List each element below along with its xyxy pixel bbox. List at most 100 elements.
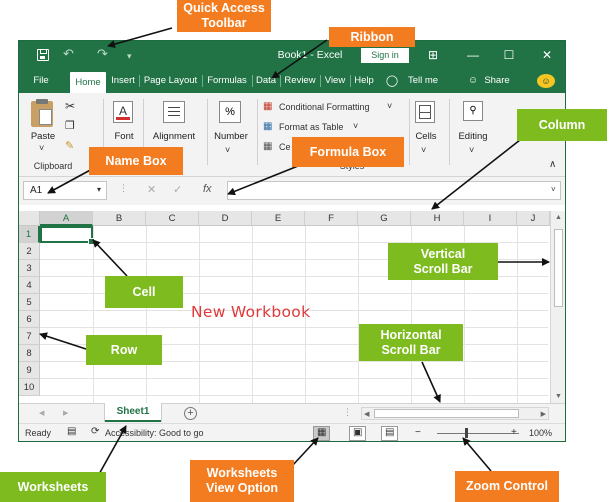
select-all-corner[interactable] [19, 211, 40, 226]
copy-icon[interactable]: ❐ [65, 120, 75, 132]
row-header-9[interactable]: 9 [19, 362, 40, 379]
column-header-h[interactable]: H [411, 211, 464, 226]
formula-input[interactable] [227, 181, 561, 200]
paste-dropdown-icon[interactable]: ˅ [39, 143, 45, 153]
row-header-5[interactable]: 5 [19, 294, 40, 311]
number-dropdown-icon[interactable]: ˅ [225, 145, 231, 155]
editing-dropdown-icon[interactable]: ˅ [469, 145, 475, 155]
conditional-formatting-button[interactable]: Conditional Formatting [279, 102, 370, 112]
expand-formula-bar-icon[interactable]: ˅ [551, 185, 556, 194]
column-header-a[interactable]: A [40, 211, 93, 226]
column-header-g[interactable]: G [358, 211, 411, 226]
percent-icon[interactable]: % [219, 101, 241, 123]
alignment-icon[interactable] [163, 101, 185, 123]
minimize-button[interactable]: — [467, 48, 479, 62]
column-header-e[interactable]: E [252, 211, 305, 226]
column-header-d[interactable]: D [199, 211, 252, 226]
conditional-formatting-dropdown-icon[interactable]: ˅ [387, 101, 393, 111]
normal-view-button[interactable]: ▦ [313, 426, 330, 441]
save-icon[interactable] [37, 49, 49, 61]
customize-quick-access-icon[interactable]: ▾ [127, 51, 132, 61]
column-header-i[interactable]: I [464, 211, 517, 226]
row-header-1[interactable]: 1 [19, 226, 40, 243]
formula-bar-grip-icon[interactable]: ⋮ [119, 183, 128, 193]
editing-button[interactable]: Editing [458, 131, 488, 142]
sheet-tab-sheet1[interactable]: Sheet1 [105, 403, 161, 422]
row-header-3[interactable]: 3 [19, 260, 40, 277]
insert-function-icon[interactable]: fx [203, 183, 212, 195]
collapse-ribbon-icon[interactable]: ∧ [549, 159, 557, 170]
close-button[interactable]: ✕ [541, 48, 553, 62]
column-header-j[interactable]: J [517, 211, 550, 226]
macro-record-icon[interactable]: ▤ [67, 426, 77, 437]
prev-sheet-icon[interactable]: ◀ [39, 410, 45, 417]
smiley-feedback-icon[interactable]: ☺ [537, 74, 555, 88]
cells-dropdown-icon[interactable]: ˅ [421, 145, 427, 155]
cut-icon[interactable]: ✂ [65, 99, 76, 113]
format-as-table-dropdown-icon[interactable]: ˅ [353, 121, 359, 131]
column-header-f[interactable]: F [305, 211, 358, 226]
scroll-up-icon[interactable]: ▲ [555, 214, 562, 221]
lightbulb-icon[interactable]: ◯ [385, 75, 399, 87]
editing-search-icon[interactable]: ⚲ [463, 101, 483, 121]
scroll-down-icon[interactable]: ▼ [555, 393, 562, 400]
horizontal-scroll-thumb[interactable] [374, 409, 519, 418]
undo-icon[interactable]: ↶ [63, 46, 74, 61]
page-break-preview-button[interactable]: ▤ [381, 426, 398, 441]
cancel-formula-icon[interactable]: ✕ [147, 184, 157, 196]
new-sheet-icon[interactable]: + [184, 407, 197, 420]
vertical-scroll-bar[interactable]: ▲ ▼ [550, 211, 565, 403]
next-sheet-icon[interactable]: ▶ [63, 410, 69, 417]
accessibility-icon[interactable]: ⟳ [91, 426, 100, 437]
row-header-2[interactable]: 2 [19, 243, 40, 260]
page-layout-view-button[interactable]: ▣ [349, 426, 366, 441]
scroll-left-icon[interactable]: ◀ [364, 411, 370, 418]
alignment-button[interactable]: Alignment [152, 131, 196, 142]
cells-button[interactable]: Cells [415, 131, 437, 142]
tab-file[interactable]: File [33, 75, 49, 86]
tab-page-layout[interactable]: Page Layout [143, 75, 198, 86]
cell-styles-button[interactable]: Ce [279, 142, 291, 152]
sheet-split-grip-icon[interactable]: ⋮ [343, 407, 352, 417]
zoom-slider-thumb[interactable] [465, 428, 468, 438]
tab-home[interactable]: Home [70, 72, 106, 93]
zoom-percent[interactable]: 100% [529, 428, 553, 438]
name-box[interactable]: A1 [23, 181, 107, 200]
column-header-b[interactable]: B [93, 211, 146, 226]
tab-view[interactable]: View [324, 75, 346, 86]
paste-button[interactable]: Paste [30, 131, 56, 142]
accessibility-status[interactable]: Accessibility: Good to go [105, 428, 204, 438]
name-box-dropdown-icon[interactable]: ▾ [97, 185, 102, 194]
sign-in-button[interactable]: Sign in [361, 48, 409, 63]
row-header-8[interactable]: 8 [19, 345, 40, 362]
number-button[interactable]: Number [214, 131, 248, 142]
maximize-button[interactable]: ☐ [503, 48, 515, 62]
tab-help[interactable]: Help [354, 75, 374, 86]
column-header-c[interactable]: C [146, 211, 199, 226]
ribbon-display-options-icon[interactable]: ⊞ [427, 48, 439, 62]
row-header-10[interactable]: 10 [19, 379, 40, 396]
tab-data[interactable]: Data [255, 75, 277, 86]
zoom-out-button[interactable]: − [415, 427, 421, 438]
vertical-scroll-thumb[interactable] [554, 229, 563, 307]
cells-icon[interactable] [415, 101, 435, 123]
zoom-slider-track[interactable] [437, 433, 519, 434]
row-header-4[interactable]: 4 [19, 277, 40, 294]
font-button[interactable]: Font [114, 131, 134, 142]
format-as-table-button[interactable]: Format as Table [279, 122, 344, 132]
tab-formulas[interactable]: Formulas [207, 75, 247, 86]
scroll-right-icon[interactable]: ▶ [540, 411, 546, 418]
font-icon[interactable]: A [113, 101, 133, 123]
share-button[interactable]: Share [484, 75, 510, 86]
enter-formula-icon[interactable]: ✓ [173, 184, 183, 196]
tab-insert[interactable]: Insert [111, 75, 135, 86]
redo-icon[interactable]: ↷ [97, 46, 108, 61]
format-painter-icon[interactable]: ✎ [65, 140, 75, 152]
tell-me-search[interactable]: Tell me [407, 75, 439, 86]
active-cell-a1[interactable] [40, 226, 95, 245]
horizontal-scroll-bar[interactable]: ◀ ▶ [361, 407, 549, 420]
tab-review[interactable]: Review [284, 75, 316, 86]
paste-icon[interactable] [31, 99, 53, 127]
row-header-7[interactable]: 7 [19, 328, 40, 345]
